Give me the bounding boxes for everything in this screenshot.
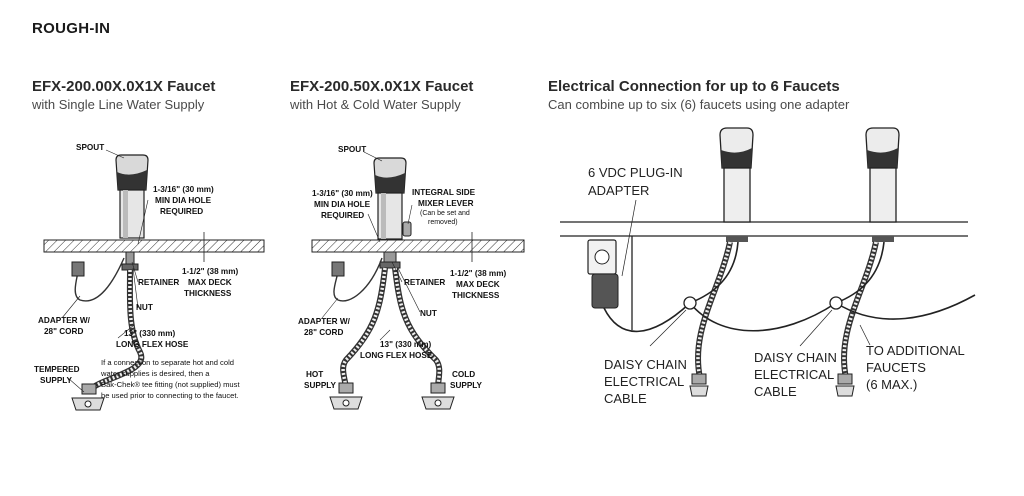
flex-hose: [87, 269, 145, 393]
note-line-2: water supplies is desired, then a: [100, 369, 210, 378]
label-deck-2b: MAX DECK: [456, 280, 500, 289]
label-cold-b: SUPPLY: [450, 381, 483, 390]
label-deck-1a: 1-1/2" (38 mm): [182, 267, 238, 276]
label-dc1-b: ELECTRICAL: [604, 374, 684, 389]
label-deck-2c: THICKNESS: [452, 291, 500, 300]
panel-1-diagram: SPOUT 1-3/16" (30 mm) MIN DIA HOLE REQUI…: [34, 143, 265, 411]
label-dc1-c: CABLE: [604, 391, 647, 406]
supply-valve-2: [835, 373, 855, 397]
panel-3-diagram: 6 VDC PLUG-IN ADAPTER DAISY CHAIN ELECTR…: [560, 127, 976, 406]
label-adapter-1a: ADAPTER W/: [38, 316, 91, 325]
label-more-a: TO ADDITIONAL: [866, 343, 965, 358]
mixer-lever: [402, 221, 412, 237]
note-line-4: be used prior to connecting to the fauce…: [101, 391, 239, 400]
label-dc2-c: CABLE: [754, 384, 797, 399]
label-hot-b: SUPPLY: [304, 381, 337, 390]
countertop: [43, 239, 265, 253]
label-retainer-1: RETAINER: [138, 278, 179, 287]
label-spout-1: SPOUT: [76, 143, 104, 152]
label-mixer-b: MIXER LEVER: [418, 199, 474, 208]
panel-1-title: EFX-200.00X.0X1X Faucet: [32, 78, 216, 95]
label-mixer-d: removed): [428, 219, 458, 226]
label-hose-2a: 13" (330 mm): [380, 340, 431, 349]
cable-to-additional: [835, 294, 976, 320]
faucet-spout: [115, 154, 149, 239]
label-adapter-2a: ADAPTER W/: [298, 317, 351, 326]
label-hole-2b: MIN DIA HOLE: [314, 200, 371, 209]
label-adapter-2b: 28" CORD: [304, 328, 343, 337]
label-hose-2b: LONG FLEX HOSE: [360, 351, 433, 360]
note-line-1: If a connection to separate hot and cold: [101, 358, 234, 367]
plug-in-adapter: [591, 273, 619, 309]
label-adapter-3a: 6 VDC PLUG-IN: [588, 165, 683, 180]
label-nut-1: NUT: [136, 303, 153, 312]
label-hose-1b: LONG FLEX HOSE: [116, 340, 189, 349]
faucet-1: [719, 127, 754, 242]
label-dc2-a: DAISY CHAIN: [754, 350, 837, 365]
label-retainer-2: RETAINER: [404, 278, 445, 287]
cold-supply-valve: [421, 382, 455, 410]
label-nut-2: NUT: [420, 309, 437, 318]
panel-3-subtitle: Can combine up to six (6) faucets using …: [548, 97, 850, 112]
label-cold-a: COLD: [452, 370, 475, 379]
hot-supply-valve: [329, 382, 363, 410]
section-heading: ROUGH-IN: [32, 20, 111, 37]
label-hole-1c: REQUIRED: [160, 207, 203, 216]
label-more-c: (6 MAX.): [866, 377, 917, 392]
daisy-chain-cable-1: [603, 302, 691, 333]
label-supply-1a: TEMPERED: [34, 365, 80, 374]
supply-valve-1: [689, 373, 709, 397]
label-supply-1b: SUPPLY: [40, 376, 73, 385]
adapter-plug: [331, 261, 345, 277]
tempered-supply-valve: [71, 383, 105, 411]
label-hole-2a: 1-3/16" (30 mm): [312, 189, 373, 198]
label-adapter-3b: ADAPTER: [588, 183, 649, 198]
label-deck-2a: 1-1/2" (38 mm): [450, 269, 506, 278]
panel-2-diagram: SPOUT 1-3/16" (30 mm) MIN DIA HOLE REQUI…: [298, 145, 525, 410]
daisy-chain-cable-2: [689, 302, 837, 332]
faucet-spout: [373, 157, 407, 240]
connector-1: [683, 296, 697, 310]
label-more-b: FAUCETS: [866, 360, 926, 375]
hot-hose: [340, 267, 388, 389]
label-dc2-b: ELECTRICAL: [754, 367, 834, 382]
label-adapter-1b: 28" CORD: [44, 327, 83, 336]
adapter-plug: [71, 261, 85, 277]
label-hot-a: HOT: [306, 370, 323, 379]
label-spout-2: SPOUT: [338, 145, 366, 154]
label-hose-1a: 13" (330 mm): [124, 329, 175, 338]
label-deck-1c: THICKNESS: [184, 289, 232, 298]
connector-2: [829, 296, 843, 310]
label-hole-1b: MIN DIA HOLE: [155, 196, 212, 205]
note-line-3: Bak-Chek® tee fitting (not supplied) mus…: [101, 380, 240, 389]
label-dc1-a: DAISY CHAIN: [604, 357, 687, 372]
panel-2-subtitle: with Hot & Cold Water Supply: [290, 97, 461, 112]
label-hole-1a: 1-3/16" (30 mm): [153, 185, 214, 194]
countertop: [311, 239, 525, 253]
label-mixer-a: INTEGRAL SIDE: [412, 188, 476, 197]
panel-1-subtitle: with Single Line Water Supply: [32, 97, 205, 112]
label-deck-1b: MAX DECK: [188, 278, 232, 287]
panel-2-title: EFX-200.50X.0X1X Faucet: [290, 78, 474, 95]
panel-3-title: Electrical Connection for up to 6 Faucet…: [548, 78, 840, 95]
label-hole-2c: REQUIRED: [321, 211, 364, 220]
faucet-2: [865, 127, 900, 242]
label-mixer-c: (Can be set and: [420, 210, 470, 217]
